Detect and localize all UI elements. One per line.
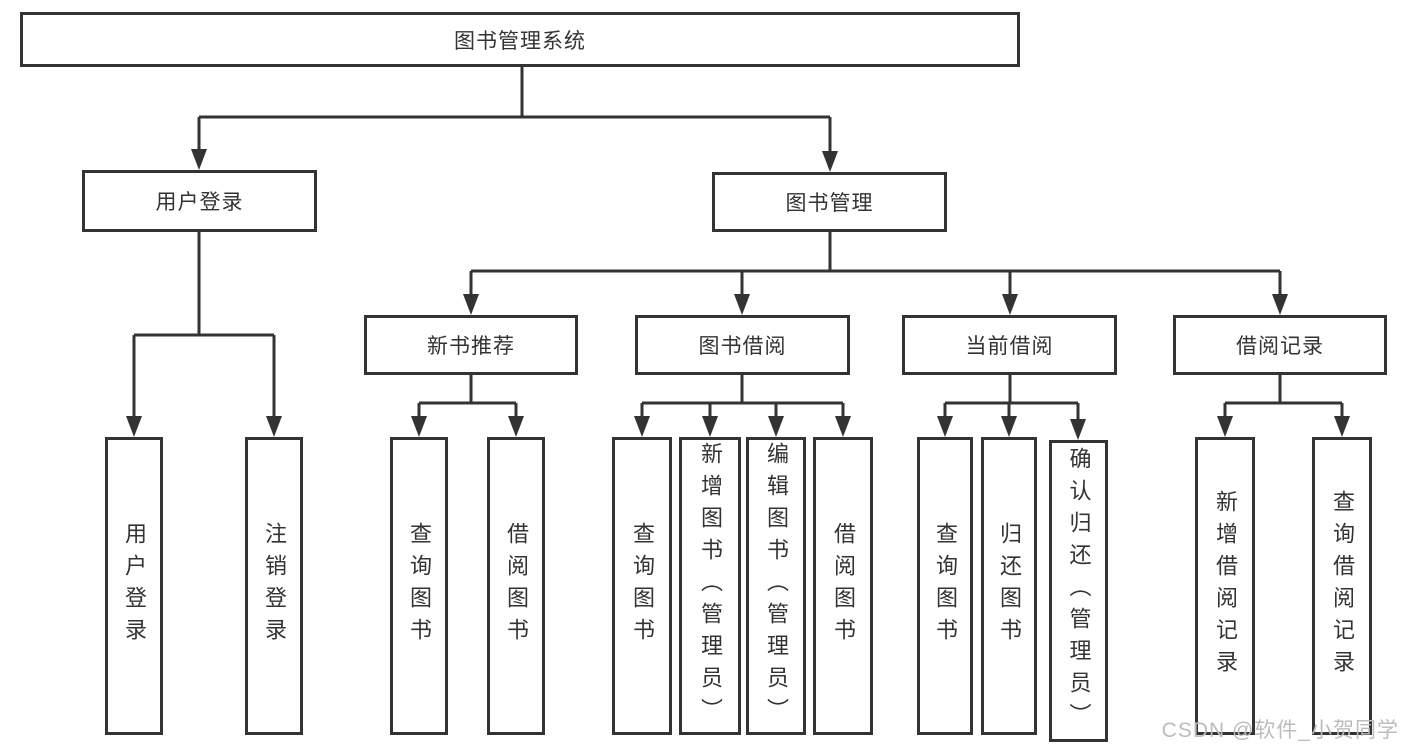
- node-label: 图书管理: [785, 192, 874, 215]
- leaf-query-books-recommend: 查询图书: [390, 437, 448, 735]
- node-label: 新书推荐: [427, 335, 515, 358]
- connector-current-to-leaves: [937, 375, 1086, 440]
- node-label: 用户登录: [122, 522, 147, 650]
- leaf-return-books: 归还图书: [981, 437, 1037, 735]
- node-book-borrowing: 图书借阅: [635, 315, 850, 375]
- node-current-borrowing: 当前借阅: [902, 315, 1117, 375]
- node-label: 借阅记录: [1236, 335, 1324, 358]
- node-label: 新增图书（管理员）: [698, 442, 723, 730]
- node-label: 当前借阅: [965, 335, 1054, 358]
- node-label: 查询图书: [630, 522, 655, 650]
- node-label: 用户登录: [155, 191, 244, 214]
- leaf-edit-books-admin: 编辑图书（管理员）: [746, 437, 806, 735]
- node-label: 注销登录: [262, 522, 287, 650]
- node-label: 确认归还（管理员）: [1066, 447, 1092, 735]
- node-label: 借阅图书: [831, 522, 856, 650]
- connector-borrowing-to-leaves: [634, 375, 851, 437]
- node-label: 查询借阅记录: [1330, 490, 1355, 682]
- node-root-system: 图书管理系统: [20, 12, 1020, 67]
- leaf-user-login: 用户登录: [105, 437, 163, 735]
- node-label: 新增借阅记录: [1213, 490, 1238, 682]
- leaf-add-books-admin: 新增图书（管理员）: [679, 437, 741, 735]
- node-label: 借阅图书: [504, 522, 529, 650]
- node-borrowing-records: 借阅记录: [1173, 315, 1387, 375]
- connector-management-to-sections: [463, 232, 1288, 315]
- node-label: 图书借阅: [698, 335, 787, 358]
- leaf-borrow-books-recommend: 借阅图书: [487, 437, 545, 735]
- node-book-management: 图书管理: [712, 172, 947, 232]
- node-label: 查询图书: [407, 522, 432, 650]
- node-label: 编辑图书（管理员）: [764, 442, 789, 730]
- connector-records-to-leaves: [1217, 375, 1350, 437]
- connector-recommend-to-leaves: [411, 375, 524, 437]
- leaf-confirm-return-admin: 确认归还（管理员）: [1049, 440, 1108, 742]
- node-label: 归还图书: [997, 522, 1022, 650]
- leaf-logout: 注销登录: [245, 437, 303, 735]
- node-user-login: 用户登录: [82, 170, 317, 232]
- connector-login-to-leaves: [126, 232, 282, 437]
- leaf-query-books-current: 查询图书: [917, 437, 973, 735]
- node-new-book-recommendation: 新书推荐: [364, 315, 578, 375]
- leaf-query-books-borrowing: 查询图书: [612, 437, 672, 735]
- node-label: 查询图书: [933, 522, 958, 650]
- leaf-add-borrow-record: 新增借阅记录: [1195, 437, 1255, 735]
- leaf-borrow-books-borrowing: 借阅图书: [813, 437, 873, 735]
- connector-root-to-level2: [191, 67, 838, 172]
- leaf-query-borrow-record: 查询借阅记录: [1312, 437, 1372, 735]
- node-label: 图书管理系统: [454, 29, 586, 53]
